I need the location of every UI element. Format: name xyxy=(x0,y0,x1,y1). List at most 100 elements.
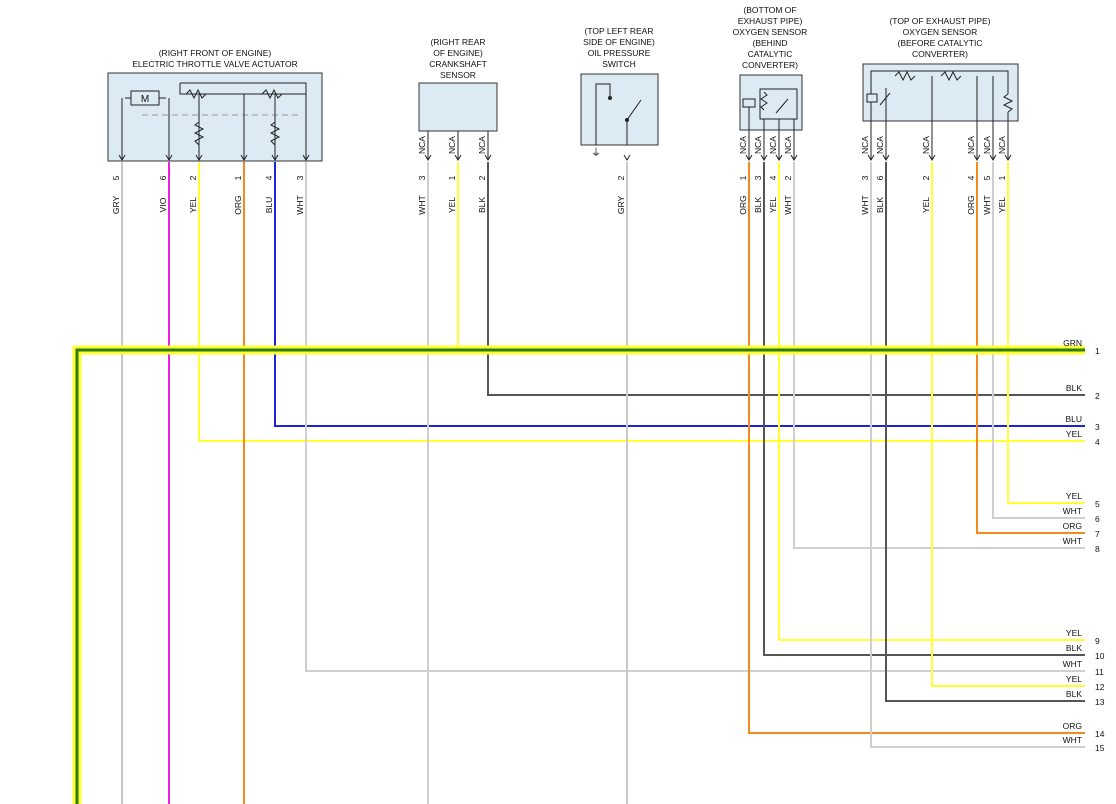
pin-color-19: YEL xyxy=(997,197,1007,213)
nca-label-19: NCA xyxy=(997,136,1007,154)
pin-number-17: 4 xyxy=(966,175,976,180)
ckp-box xyxy=(418,82,498,132)
wire-pin-13 xyxy=(793,162,1085,549)
wire-pin-14 xyxy=(870,162,1085,748)
etva-caption-1: ELECTRIC THROTTLE VALVE ACTUATOR xyxy=(132,59,297,69)
nca-label-7: NCA xyxy=(447,136,457,154)
etva-box xyxy=(107,72,323,162)
connector-mark-7 xyxy=(454,154,462,161)
motor-symbol: M xyxy=(141,94,149,105)
ckp-caption-3: SENSOR xyxy=(440,70,476,80)
bus-color-1: BLK xyxy=(1066,383,1082,393)
o2b-box xyxy=(739,74,803,131)
o2t-box xyxy=(862,63,1019,122)
ops-caption-1: SIDE OF ENGINE) xyxy=(583,37,655,47)
nca-label-18: NCA xyxy=(982,136,992,154)
bus-color-3: YEL xyxy=(1066,429,1082,439)
pin-number-15: 6 xyxy=(875,175,885,180)
o2t-internals xyxy=(866,70,1014,160)
bus-number-3: 4 xyxy=(1095,437,1100,447)
pin-color-12: YEL xyxy=(768,197,778,213)
pin-color-13: WHT xyxy=(783,195,793,214)
connector-mark-17 xyxy=(973,154,981,161)
wire-pin-17 xyxy=(976,162,1085,534)
pin-color-11: BLK xyxy=(753,197,763,213)
bus-number-14: 15 xyxy=(1095,743,1105,753)
pin-number-18: 5 xyxy=(982,175,992,180)
pin-number-3: 1 xyxy=(233,175,243,180)
pin-color-18: WHT xyxy=(982,195,992,214)
connector-mark-1 xyxy=(165,154,173,161)
bus-color-12: BLK xyxy=(1066,689,1082,699)
ops-box xyxy=(580,73,659,146)
ckp-internals xyxy=(427,131,489,160)
bus-color-7: WHT xyxy=(1063,536,1082,546)
pin-color-3: ORG xyxy=(233,195,243,214)
o2b-caption-2: OXYGEN SENSOR xyxy=(733,27,808,37)
wire-pin-11 xyxy=(763,162,1085,656)
pin-number-19: 1 xyxy=(997,175,1007,180)
connector-mark-6 xyxy=(424,154,432,161)
nca-label-8: NCA xyxy=(477,136,487,154)
o2t-caption-3: CONVERTER) xyxy=(912,49,968,59)
etva-caption-0: (RIGHT FRONT OF ENGINE) xyxy=(159,48,272,58)
nca-label-6: NCA xyxy=(417,136,427,154)
pin-number-4: 4 xyxy=(264,175,274,180)
pin-color-5: WHT xyxy=(295,195,305,214)
nca-label-11: NCA xyxy=(753,136,763,154)
wire-pin-10 xyxy=(748,162,1085,734)
ckp-caption-2: CRANKSHAFT xyxy=(429,59,487,69)
o2b-caption-0: (BOTTOM OF xyxy=(743,5,796,15)
nca-label-12: NCA xyxy=(768,136,778,154)
connector-mark-5 xyxy=(302,154,310,161)
bus-color-5: WHT xyxy=(1063,506,1082,516)
o2b-caption-1: EXHAUST PIPE) xyxy=(738,16,803,26)
pin-color-8: BLK xyxy=(477,197,487,213)
bus-number-11: 12 xyxy=(1095,682,1105,692)
pin-color-2: YEL xyxy=(188,197,198,213)
pin-number-1: 6 xyxy=(158,175,168,180)
wire-pin-18 xyxy=(992,162,1085,519)
bus-number-12: 13 xyxy=(1095,697,1105,707)
pin-color-17: ORG xyxy=(966,195,976,214)
pin-color-15: BLK xyxy=(875,197,885,213)
pin-number-5: 3 xyxy=(295,175,305,180)
pin-number-6: 3 xyxy=(417,175,427,180)
o2b-caption-5: CONVERTER) xyxy=(742,60,798,70)
wire-pin-19 xyxy=(1007,162,1085,504)
pin-number-0: 5 xyxy=(111,175,121,180)
bus-number-13: 14 xyxy=(1095,729,1105,739)
wire-layer xyxy=(72,154,1085,804)
bus-number-9: 10 xyxy=(1095,651,1105,661)
o2b-caption-3: (BEHIND xyxy=(753,38,788,48)
connector-mark-9 xyxy=(623,154,631,161)
bus-grn-outer xyxy=(72,345,1085,804)
bus-color-8: YEL xyxy=(1066,628,1082,638)
bus-number-7: 8 xyxy=(1095,544,1100,554)
connector-mark-16 xyxy=(928,154,936,161)
bus-color-9: BLK xyxy=(1066,643,1082,653)
connector-mark-11 xyxy=(760,154,768,161)
connector-mark-19 xyxy=(1004,154,1012,161)
bus-color-10: WHT xyxy=(1063,659,1082,669)
pin-number-12: 4 xyxy=(768,175,778,180)
wire-pin-2 xyxy=(198,162,1085,442)
pin-color-16: YEL xyxy=(921,197,931,213)
pin-number-7: 1 xyxy=(447,175,457,180)
ckp-caption-1: OF ENGINE) xyxy=(433,48,483,58)
o2b-internals xyxy=(742,88,798,160)
connector-mark-4 xyxy=(271,154,279,161)
pin-color-7: YEL xyxy=(447,197,457,213)
pin-number-10: 1 xyxy=(738,175,748,180)
pin-color-9: GRY xyxy=(616,196,626,215)
o2t-caption-1: OXYGEN SENSOR xyxy=(903,27,978,37)
connector-mark-12 xyxy=(775,154,783,161)
connector-mark-14 xyxy=(867,154,875,161)
o2t-caption-0: (TOP OF EXHAUST PIPE) xyxy=(889,16,990,26)
ops-internals xyxy=(595,83,642,145)
bus-number-4: 5 xyxy=(1095,499,1100,509)
bus-number-8: 9 xyxy=(1095,636,1100,646)
connector-mark-13 xyxy=(790,154,798,161)
connector-mark-3 xyxy=(240,154,248,161)
ground-icon: ⏚ xyxy=(591,147,601,159)
